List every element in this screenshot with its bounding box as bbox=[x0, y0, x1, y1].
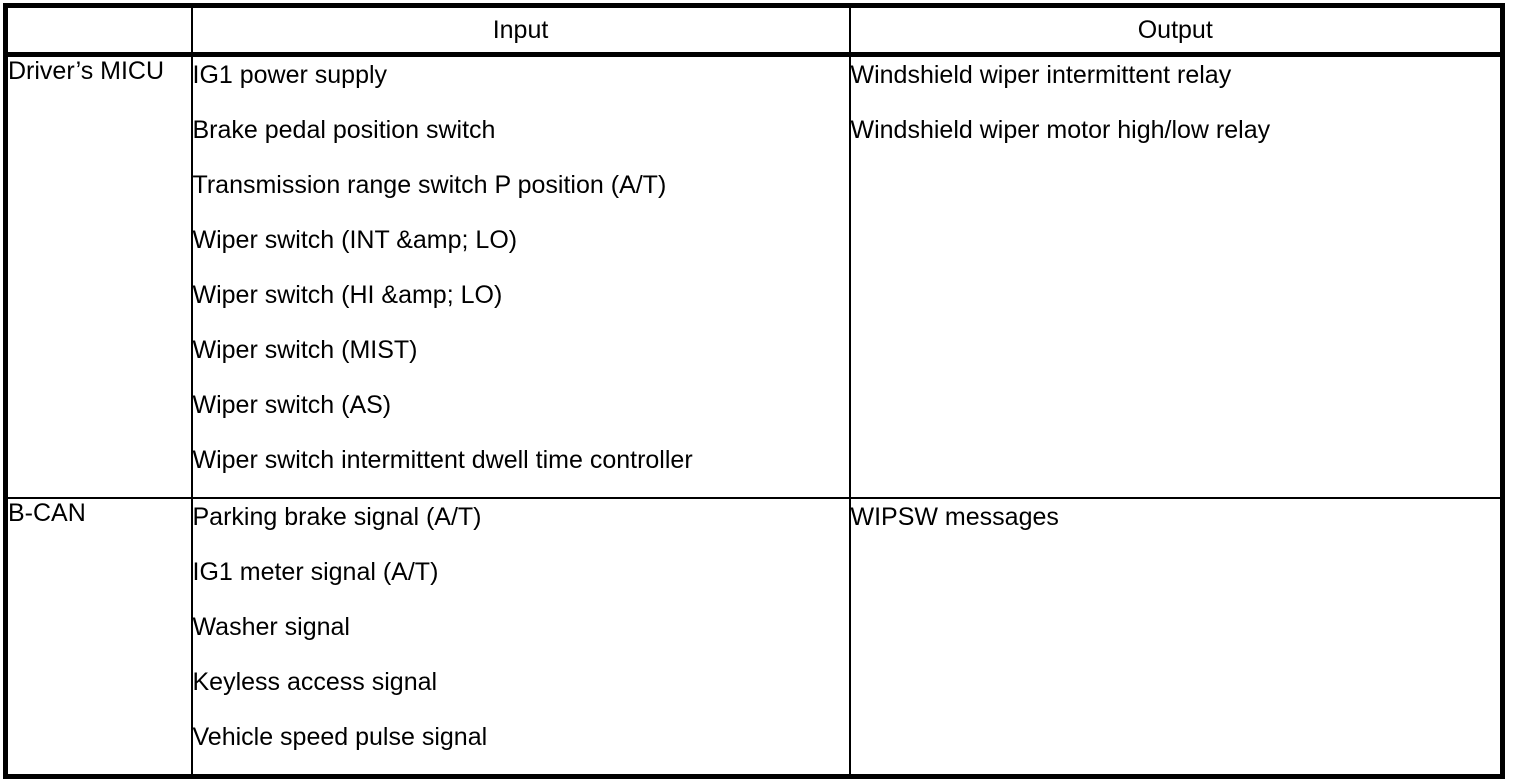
cell-input-list: IG1 power supply Brake pedal position sw… bbox=[191, 54, 851, 499]
cell-device-name: Driver’s MICU bbox=[5, 54, 193, 499]
list-item: Wiper switch intermittent dwell time con… bbox=[192, 446, 693, 474]
cell-output-list: WIPSW messages bbox=[850, 498, 1503, 777]
list-item: IG1 meter signal (A/T) bbox=[192, 558, 439, 586]
input-output-table: Input Output Driver’s MICU IG1 power sup… bbox=[3, 3, 1505, 779]
list-item: Wiper switch (INT &amp; LO) bbox=[192, 226, 518, 254]
input-entry-list: IG1 power supply Brake pedal position sw… bbox=[193, 57, 849, 497]
table-body: Driver’s MICU IG1 power supply Brake ped… bbox=[5, 54, 1503, 777]
cell-input-list: Parking brake signal (A/T) IG1 meter sig… bbox=[191, 498, 851, 777]
list-item: Washer signal bbox=[192, 613, 350, 641]
input-entry-list: Parking brake signal (A/T) IG1 meter sig… bbox=[193, 499, 849, 774]
list-item: Brake pedal position switch bbox=[192, 116, 496, 144]
cell-output-list: Windshield wiper intermittent relay Wind… bbox=[849, 54, 1503, 499]
cell-device-name: B-CAN bbox=[5, 498, 193, 777]
page-root: Input Output Driver’s MICU IG1 power sup… bbox=[3, 3, 1505, 779]
column-header-device bbox=[5, 5, 193, 57]
table-row: Driver’s MICU IG1 power supply Brake ped… bbox=[5, 54, 1503, 499]
list-item: Wiper switch (HI &amp; LO) bbox=[192, 281, 503, 309]
output-entry-list: Windshield wiper intermittent relay Wind… bbox=[851, 57, 1501, 167]
list-item: Parking brake signal (A/T) bbox=[192, 503, 482, 531]
list-item: Windshield wiper intermittent relay bbox=[850, 61, 1232, 89]
table-header-row: Input Output bbox=[5, 5, 1503, 57]
table-header: Input Output bbox=[5, 5, 1503, 57]
table-row: B-CAN Parking brake signal (A/T) IG1 met… bbox=[5, 498, 1503, 777]
column-header-output: Output bbox=[849, 5, 1503, 57]
list-item: Transmission range switch P position (A/… bbox=[192, 171, 667, 199]
list-item: Vehicle speed pulse signal bbox=[192, 723, 488, 751]
list-item: Wiper switch (MIST) bbox=[192, 336, 418, 364]
list-item: Keyless access signal bbox=[192, 668, 438, 696]
list-item: Wiper switch (AS) bbox=[192, 391, 392, 419]
list-item: WIPSW messages bbox=[850, 503, 1059, 531]
list-item: Windshield wiper motor high/low relay bbox=[850, 116, 1271, 144]
column-header-input: Input bbox=[191, 5, 851, 57]
output-entry-list: WIPSW messages bbox=[851, 499, 1501, 554]
list-item: IG1 power supply bbox=[192, 61, 388, 89]
